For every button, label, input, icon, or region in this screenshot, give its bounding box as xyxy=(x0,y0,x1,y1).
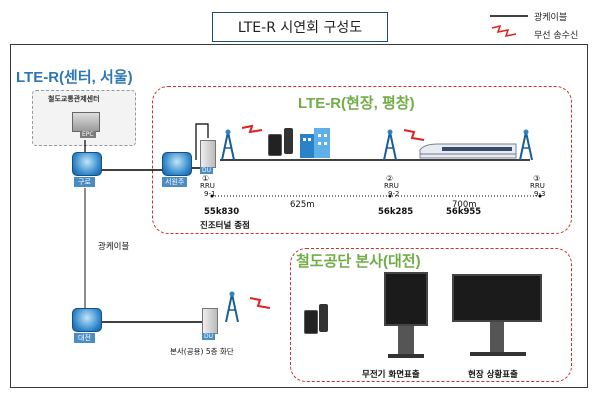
rru-2-id: 9-2 xyxy=(388,190,400,198)
epc-label: EPC xyxy=(80,131,96,138)
legend-lines xyxy=(490,15,528,37)
outer-frame xyxy=(10,44,588,388)
legend-fiber-label: 광케이블 xyxy=(534,13,568,23)
hq-tower-icon xyxy=(225,291,239,322)
rru-1-name: RRU xyxy=(200,182,215,190)
rru-1-km: 55k830 xyxy=(204,207,240,217)
field-region-box xyxy=(152,86,572,234)
control-center-label: 철도교통관제센터 xyxy=(48,95,100,103)
monitor-2-screen xyxy=(452,274,542,322)
wireless-bolt-3 xyxy=(249,297,271,309)
tower-3-icon xyxy=(519,129,533,160)
hq-du-location: 본사(공용) 5층 화단 xyxy=(170,347,234,356)
rru-3-name: RRU xyxy=(530,182,545,190)
tunnel-label: 진조터널 종점 xyxy=(200,221,250,231)
distance-dot-2 xyxy=(388,194,392,198)
building-icon xyxy=(300,128,330,158)
rru-2-num: ② xyxy=(386,174,394,183)
hq-smartphone-icon xyxy=(304,310,318,334)
monitor-2-base xyxy=(470,352,526,356)
rru-2-name: RRU xyxy=(384,182,399,190)
rru-1-id: 9-1 xyxy=(204,190,216,198)
monitor-1-stand xyxy=(398,326,414,356)
distance-1-label: 625m xyxy=(290,200,315,210)
monitor-1-base xyxy=(388,354,424,358)
daejeon-label: 대전 xyxy=(74,333,95,343)
legend-wireless-label: 무선 송수신 xyxy=(534,31,579,41)
seowonju-label: 서원주 xyxy=(162,177,188,187)
monitor-2-label: 현장 상황표출 xyxy=(468,370,518,380)
field-du-label: DU xyxy=(200,167,214,174)
hq-du-label: DU xyxy=(202,333,216,340)
field-du-icon xyxy=(200,140,216,168)
guro-label: 구로 xyxy=(74,177,95,187)
monitor-1-label: 무전기 화면표출 xyxy=(362,370,420,380)
fiber-link-label: 광케이블 xyxy=(98,242,130,252)
daejeon-router-icon xyxy=(72,308,102,332)
km-extra: 56k955 xyxy=(446,207,482,217)
rru-2-km: 56k285 xyxy=(378,207,414,217)
radio-handset-icon xyxy=(284,128,293,154)
guro-router-icon xyxy=(72,152,102,176)
distance-2-label: 700m xyxy=(452,200,477,210)
rru-1-num: ① xyxy=(202,174,210,183)
smartphone-icon xyxy=(268,134,282,156)
monitor-1-screen xyxy=(384,272,428,326)
monitor-2-stand xyxy=(490,322,504,354)
hq-radio-handset-icon xyxy=(319,304,328,332)
legend-wireless-icon xyxy=(491,24,517,37)
hq-du-icon xyxy=(202,308,218,334)
legend: 광케이블 무선 송수신 xyxy=(488,8,594,42)
wireless-bolt-1 xyxy=(241,124,263,134)
rru-3-id: 9-3 xyxy=(534,190,546,198)
train-icon xyxy=(419,143,517,159)
seoul-region-label: LTE-R(센터, 서울) xyxy=(16,69,133,86)
distance-dot-3 xyxy=(538,194,542,198)
hq-region-box xyxy=(290,248,572,382)
field-region-label: LTE-R(현장, 평창) xyxy=(298,95,415,112)
rru-3-num: ③ xyxy=(533,174,541,183)
seowonju-router-icon xyxy=(162,152,192,176)
distance-dot-1 xyxy=(210,194,214,198)
link-du-rru1 xyxy=(195,123,209,160)
hq-region-label: 철도공단 본사(대전) xyxy=(296,253,421,270)
tower-1-icon xyxy=(221,129,235,160)
wireless-bolt-2 xyxy=(403,129,425,141)
tower-2-icon xyxy=(383,129,397,160)
diagram-title: LTE-R 시연회 구성도 xyxy=(212,12,388,42)
